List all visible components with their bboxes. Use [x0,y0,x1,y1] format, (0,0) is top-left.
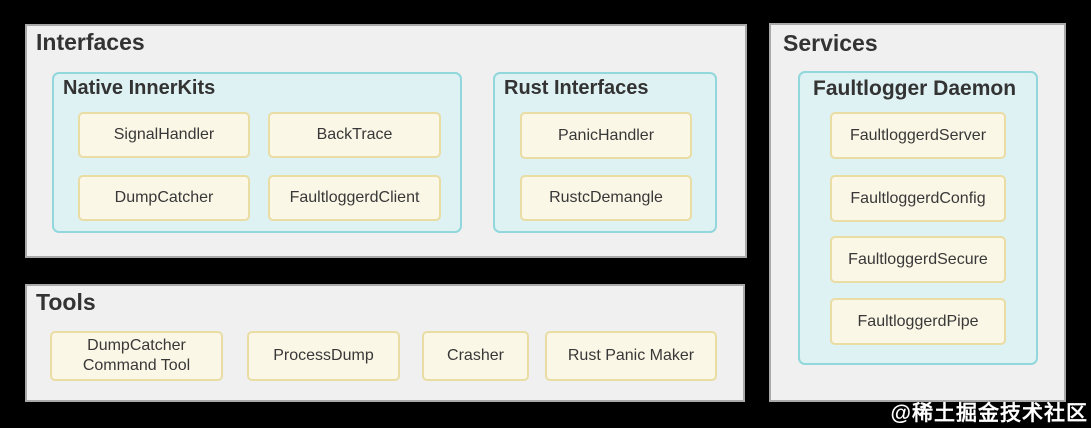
component-box-dumpcatcher-command-tool: DumpCatcher Command Tool [50,331,223,381]
component-box-rustcdemangle: RustcDemangle [520,175,692,221]
component-box-faultloggerdserver: FaultloggerdServer [830,112,1006,159]
interfaces-panel: Interfaces Native InnerKits SignalHandle… [25,24,747,258]
native-innerkits-group-title: Native InnerKits [63,77,216,99]
services-panel: Services Faultlogger Daemon Faultloggerd… [769,23,1066,402]
interfaces-panel-title: Interfaces [36,29,145,55]
services-panel-title: Services [783,30,878,56]
tools-panel: Tools DumpCatcher Command Tool ProcessDu… [25,284,745,402]
component-box-faultloggerdconfig: FaultloggerdConfig [830,175,1006,222]
rust-interfaces-group-title: Rust Interfaces [504,77,649,99]
faultlogger-daemon-group-title: Faultlogger Daemon [813,77,1017,100]
native-innerkits-group: Native InnerKits SignalHandler BackTrace… [52,72,462,233]
component-box-faultloggerdpipe: FaultloggerdPipe [830,298,1006,345]
component-box-faultloggerdclient: FaultloggerdClient [268,175,441,221]
tools-panel-title: Tools [36,289,96,315]
component-box-panichandler: PanicHandler [520,112,692,159]
component-box-dumpcatcher: DumpCatcher [78,175,250,221]
component-box-backtrace: BackTrace [268,112,441,158]
rust-interfaces-group: Rust Interfaces PanicHandler RustcDemang… [493,72,717,233]
watermark-text: @稀土掘金技术社区 [890,402,1088,425]
component-box-crasher: Crasher [422,331,529,381]
component-box-signalhandler: SignalHandler [78,112,250,158]
component-box-processdump: ProcessDump [247,331,400,381]
component-box-faultloggerdsecure: FaultloggerdSecure [830,236,1006,283]
component-box-rust-panic-maker: Rust Panic Maker [545,331,717,381]
faultlogger-daemon-group: Faultlogger Daemon FaultloggerdServer Fa… [798,71,1038,365]
